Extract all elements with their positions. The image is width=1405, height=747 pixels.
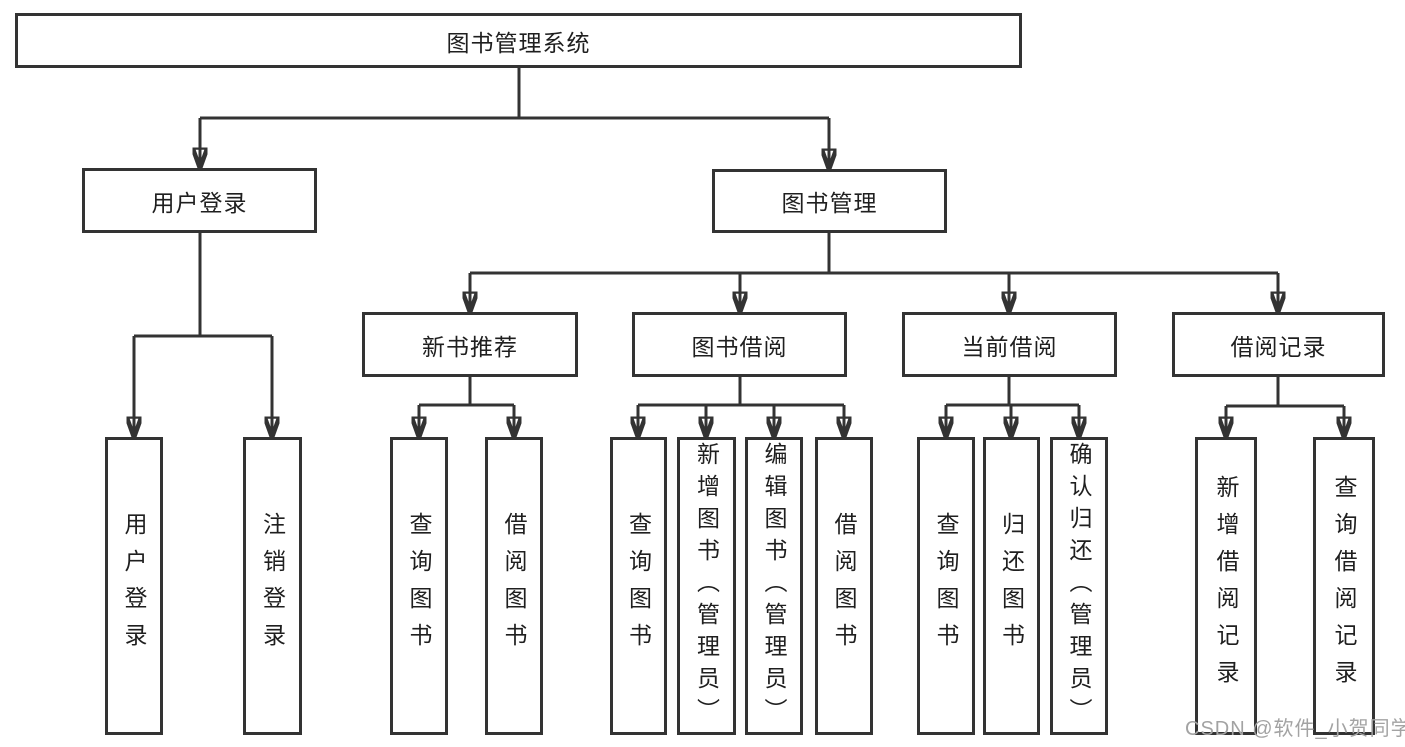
node-label: 图书管理系统 [446,29,591,56]
node-label: 新书推荐 [422,333,518,360]
leaf-nb-query-books: 查询图书 [390,437,448,735]
node-book-management-system: 图书管理系统 [15,13,1022,68]
leaf-br-query-record: 查询借阅记录 [1313,437,1375,735]
leaf-bb-borrow-books: 借阅图书 [815,437,873,735]
csdn-watermark: CSDN @软件_小贺同学 [1185,718,1405,740]
node-label: 查询图书 [625,512,652,660]
node-label: 用户登录 [151,189,248,216]
node-label: 用户登录 [121,512,147,660]
leaf-bb-edit-books-admin: 编辑图书（管理员） [745,437,803,735]
node-label: 注销登录 [259,512,286,660]
connector-new-book-recommend-children [419,377,514,433]
node-current-borrow: 当前借阅 [902,312,1117,377]
leaf-cb-return-books: 归还图书 [983,437,1040,735]
node-book-management: 图书管理 [712,169,947,233]
node-book-borrow: 图书借阅 [632,312,847,377]
leaf-cb-query-books: 查询图书 [917,437,975,735]
leaf-cb-confirm-return-admin: 确认归还（管理员） [1050,437,1108,735]
node-label: 当前借阅 [961,333,1058,360]
leaf-user-login: 用户登录 [105,437,163,735]
node-label: 编辑图书（管理员） [761,442,787,730]
node-label: 查询借阅记录 [1331,475,1357,697]
node-label: 图书借阅 [691,333,788,360]
node-borrow-records: 借阅记录 [1172,312,1385,377]
node-label: 借阅记录 [1230,333,1327,360]
node-label: 归还图书 [998,512,1025,660]
node-user-login: 用户登录 [82,168,317,233]
leaf-br-add-record: 新增借阅记录 [1195,437,1257,735]
node-label: 确认归还（管理员） [1066,442,1092,730]
leaf-nb-borrow-books: 借阅图书 [485,437,543,735]
connector-root-to-level2 [200,68,829,165]
connector-borrow-records-children [1226,377,1344,433]
node-label: 借阅图书 [501,512,527,660]
connector-book-management-children [470,233,1278,308]
connector-user-login-children [134,233,272,433]
node-label: 新增图书（管理员） [693,442,720,730]
node-label: 查询图书 [406,512,432,660]
node-label: 查询图书 [933,512,959,660]
leaf-bb-add-books-admin: 新增图书（管理员） [677,437,736,735]
connector-current-borrow-children [946,377,1079,433]
node-label: 借阅图书 [831,512,857,660]
connector-book-borrow-children [638,377,844,433]
node-new-book-recommend: 新书推荐 [362,312,578,377]
node-label: 新增借阅记录 [1213,475,1239,697]
leaf-logout: 注销登录 [243,437,302,735]
node-label: 图书管理 [781,190,878,216]
leaf-bb-query-books: 查询图书 [610,437,667,735]
